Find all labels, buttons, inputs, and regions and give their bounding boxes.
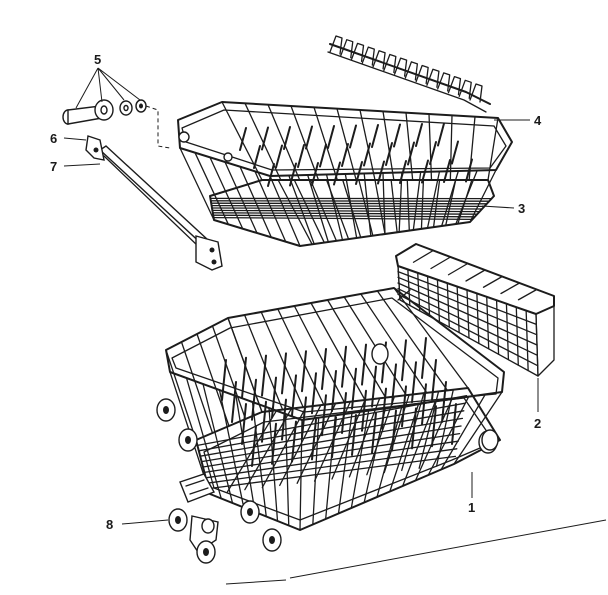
callout-3: 3 [518,201,525,216]
callout-5: 5 [94,52,101,67]
callout-2: 2 [534,416,541,431]
rack-rail [98,145,223,271]
callout-6: 6 [50,131,57,146]
lower-rack [156,287,505,552]
callout-8: 8 [106,517,113,532]
cutlery-basket [395,243,555,377]
wheel-assembly [168,473,219,564]
callout-1: 1 [468,500,475,515]
end-cap [85,135,105,161]
callout-4: 4 [534,113,542,128]
floor-line-short [225,579,287,585]
leader-lines [63,67,539,525]
cup-shelf [327,35,491,113]
upper-rack [177,101,513,247]
floor-line [289,519,607,579]
callouts: 5 6 7 4 3 2 1 8 [50,52,542,532]
roller-hardware [62,99,171,149]
callout-7: 7 [50,159,57,174]
